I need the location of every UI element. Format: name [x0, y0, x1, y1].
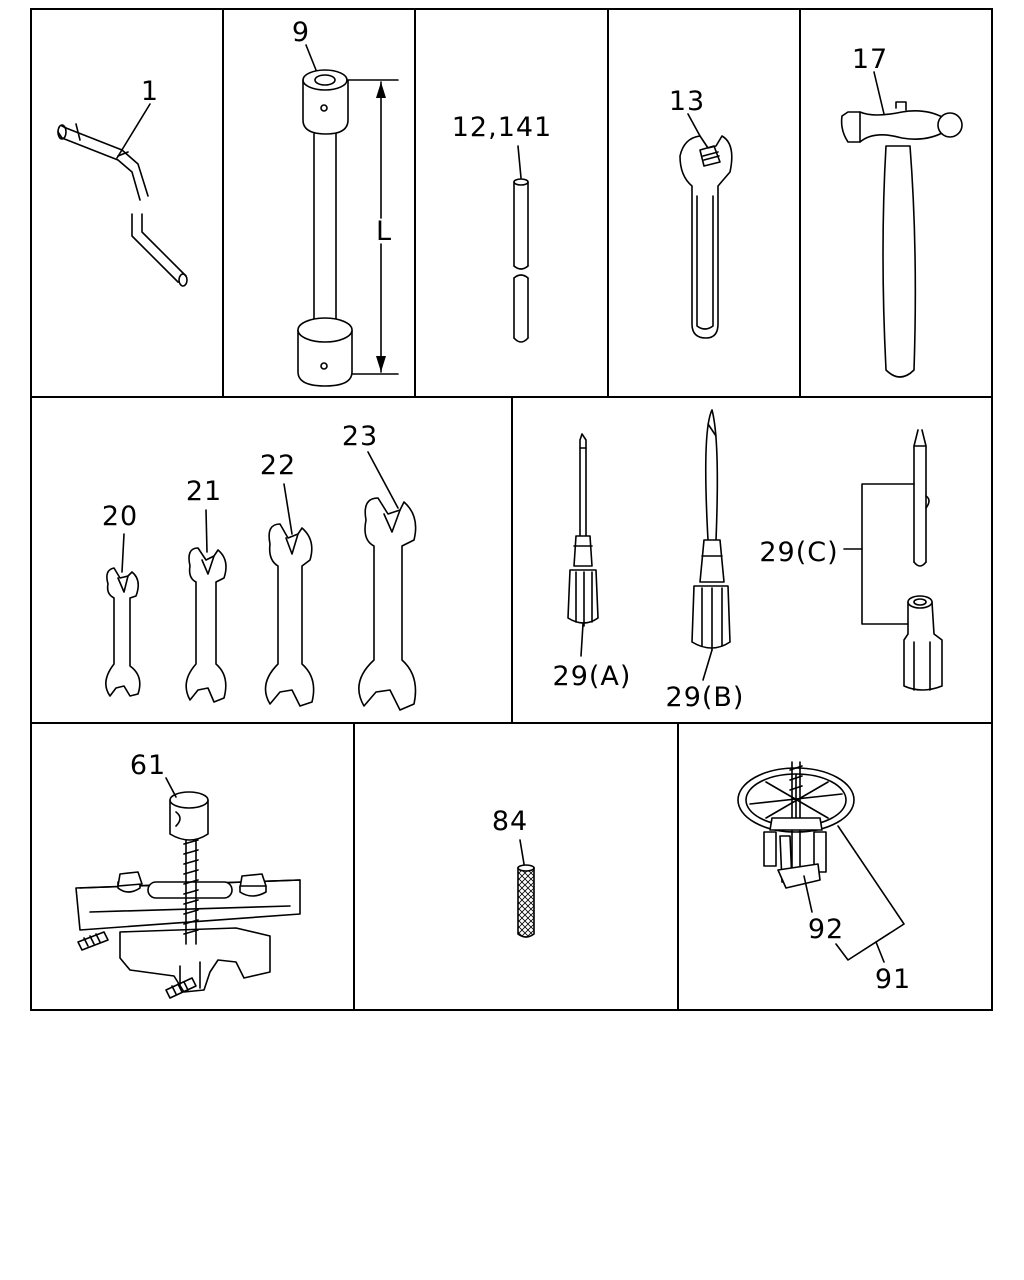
part-29b-label: 29(B): [666, 682, 745, 713]
part-92-leader-line: [803, 875, 813, 913]
part-21-double-end-wrench-illustration: [185, 547, 227, 703]
part-91-wheel-puller-illustration: [737, 761, 855, 889]
part-20-leader-line: [121, 533, 125, 573]
part-20-label: 20: [102, 501, 138, 532]
part-23-label: 23: [342, 421, 378, 452]
part-1-leader-line: [116, 103, 151, 159]
dimension-l-label: L: [376, 216, 392, 247]
part-12-141-label: 12,141: [452, 112, 552, 143]
dimension-l-arrow: [347, 79, 399, 375]
part-22-label: 22: [260, 450, 296, 481]
part-22-double-end-wrench-illustration: [264, 523, 315, 707]
part-29c-screwdriver-illustration: [903, 429, 943, 691]
part-13-label: 13: [669, 86, 705, 117]
part-29c-label: 29(C): [759, 537, 838, 568]
part-23-leader-line: [367, 451, 399, 509]
part-29b-leader-line: [702, 649, 713, 681]
part-21-leader-line: [205, 509, 208, 553]
part-91-bracket-leader: [835, 825, 905, 963]
part-13-leader-line: [687, 113, 701, 137]
part-29a-screwdriver-illustration: [567, 433, 599, 627]
part-17-leader-line: [873, 71, 885, 115]
part-29a-label: 29(A): [553, 661, 632, 692]
part-29c-bracket-leader: [843, 483, 915, 625]
part-21-label: 21: [186, 476, 222, 507]
part-17-label: 17: [852, 44, 888, 75]
part-61-puller-illustration: [75, 791, 301, 999]
part-12-141-leader-line: [517, 145, 522, 179]
part-20-double-end-wrench-illustration: [105, 567, 141, 697]
part-12-141-bar-illustration: [513, 178, 529, 343]
part-22-leader-line: [283, 483, 293, 535]
part-61-label: 61: [130, 750, 166, 781]
part-61-leader-line: [165, 777, 177, 798]
part-9-leader-line: [305, 44, 317, 71]
part-1-handle-bar-illustration: [57, 123, 188, 287]
part-29b-screwdriver-illustration: [691, 409, 731, 651]
part-23-double-end-wrench-illustration: [358, 497, 417, 711]
part-29a-leader-line: [580, 623, 584, 657]
part-1-label: 1: [141, 76, 159, 107]
part-92-label: 92: [808, 914, 844, 945]
part-9-box-wrench-illustration: [297, 69, 353, 387]
part-9-label: 9: [292, 17, 310, 48]
grid-frame: [30, 8, 993, 1011]
part-84-knurled-pin-illustration: [517, 864, 535, 938]
part-17-hammer-illustration: [840, 101, 963, 378]
part-91-label: 91: [875, 964, 911, 995]
part-84-leader-line: [519, 839, 525, 865]
part-84-label: 84: [492, 806, 528, 837]
part-13-adjustable-wrench-illustration: [679, 135, 733, 339]
